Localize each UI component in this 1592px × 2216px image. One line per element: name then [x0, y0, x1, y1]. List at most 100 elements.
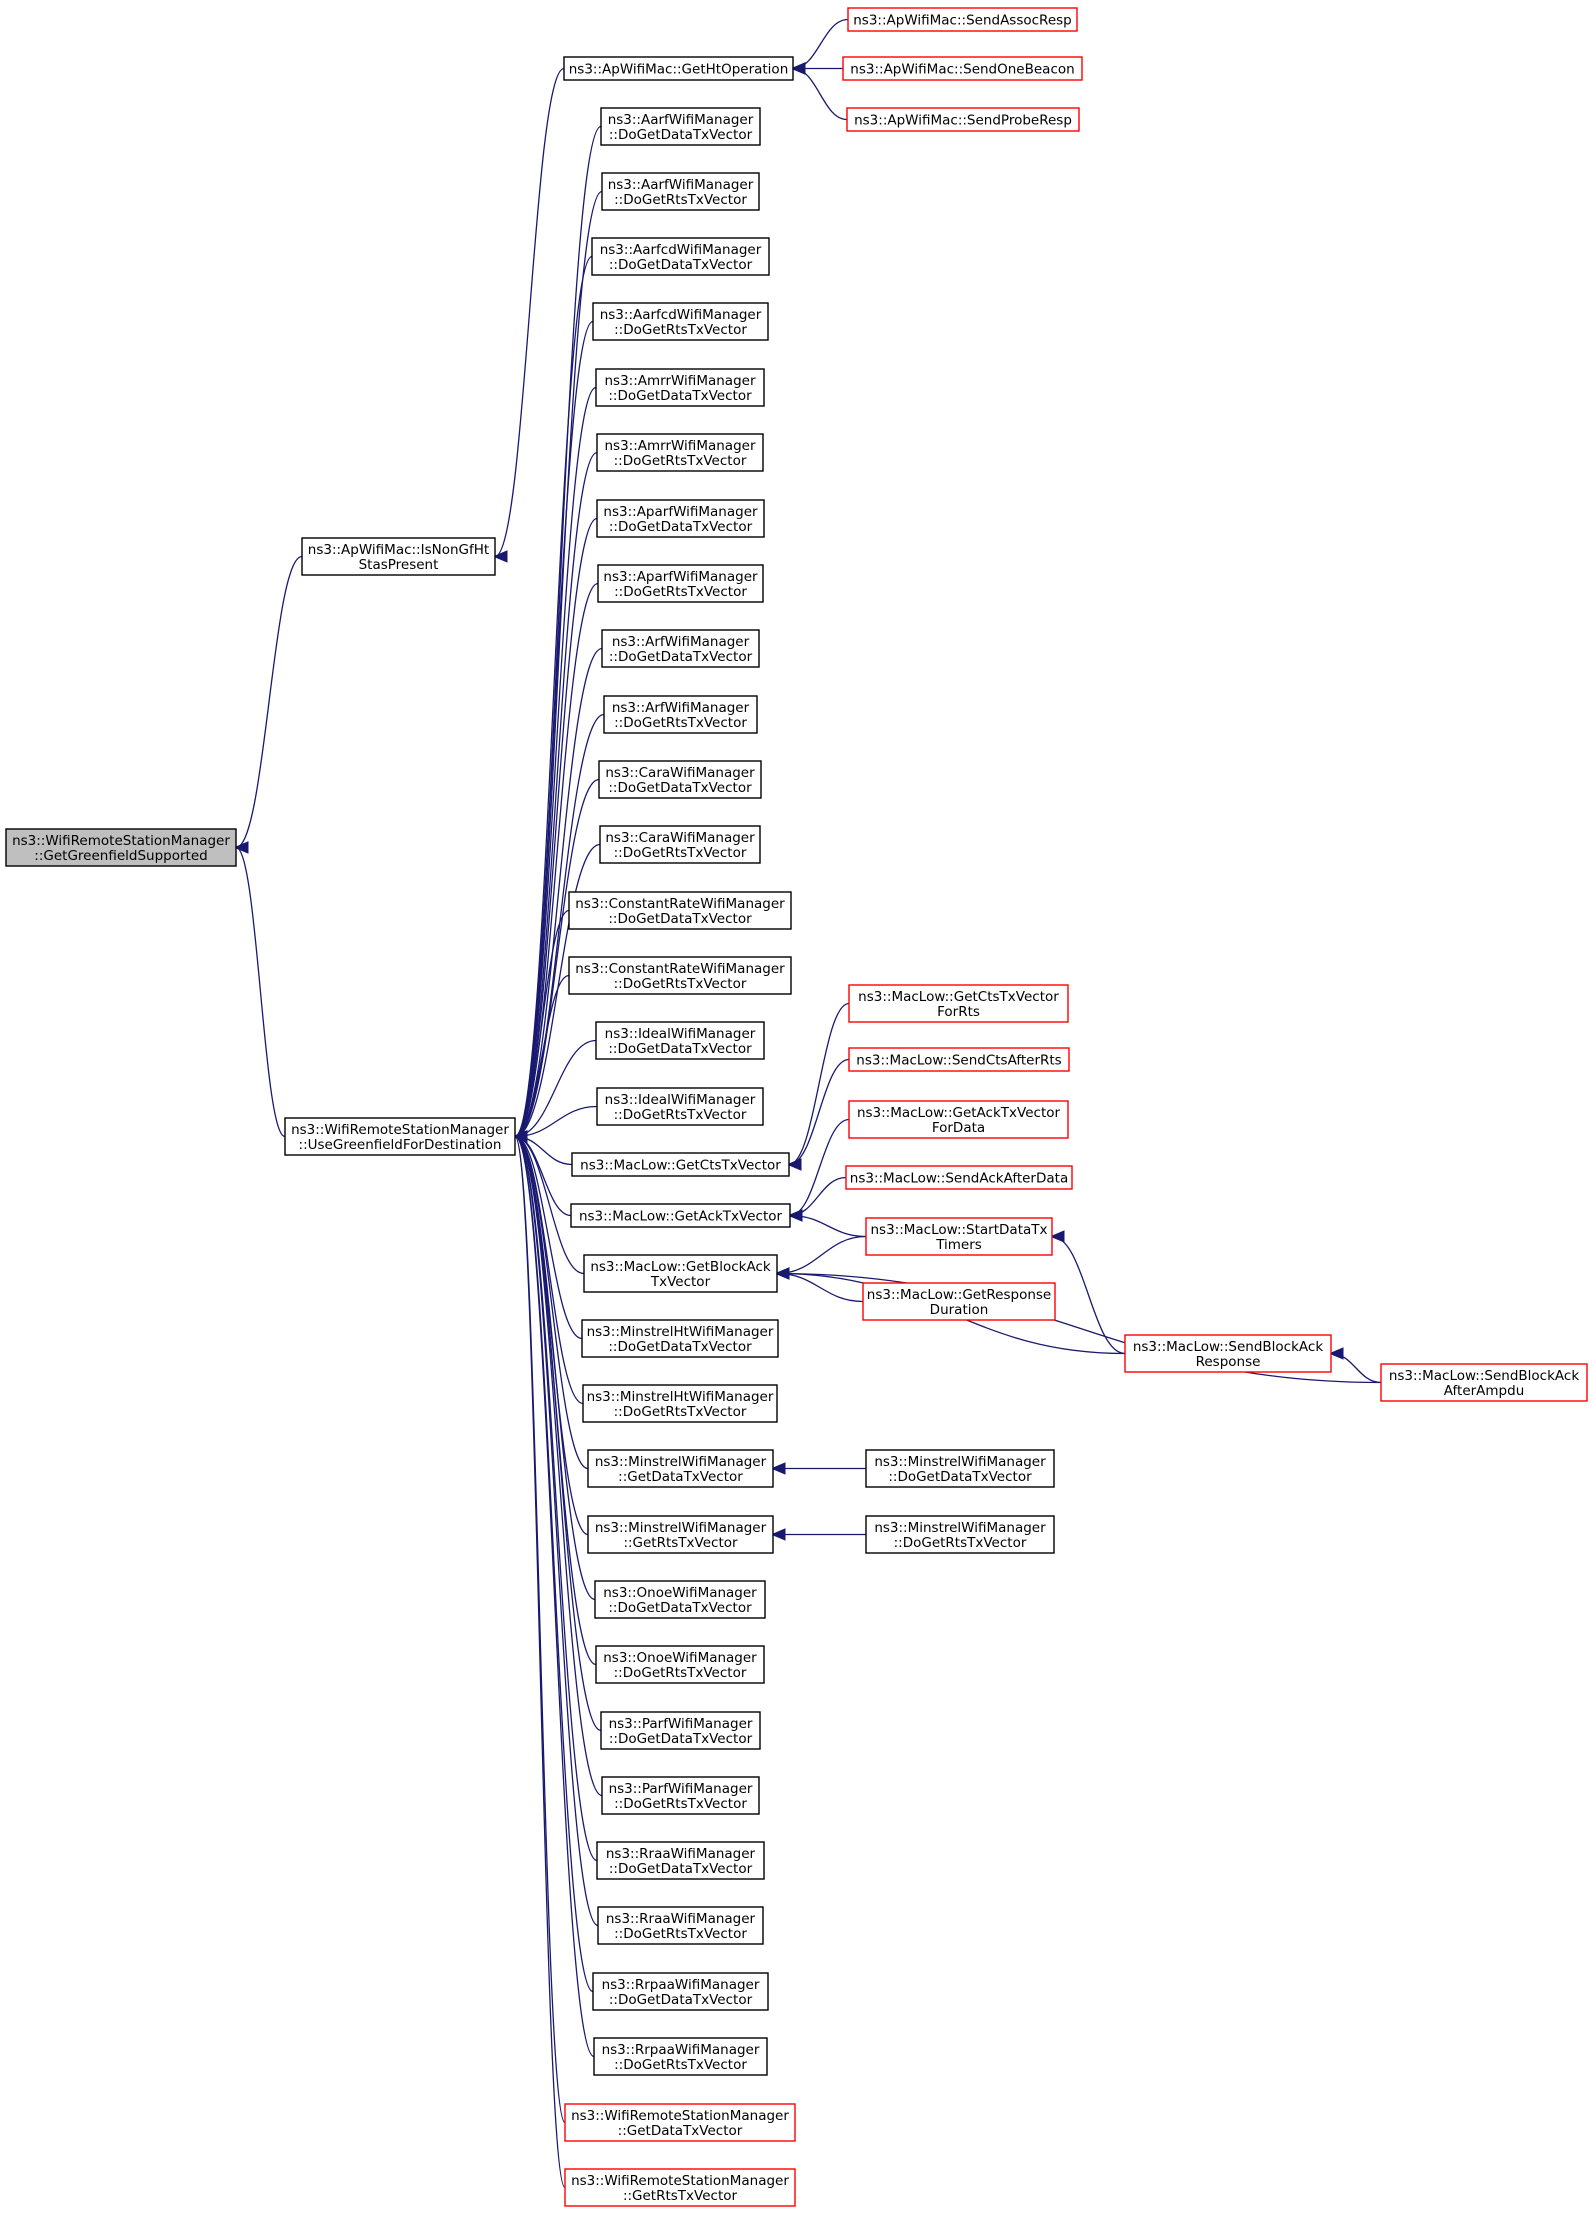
node-const_rts[interactable]: ns3::ConstantRateWifiManager::DoGetRtsTx… — [568, 956, 792, 995]
node-usegf[interactable]: ns3::WifiRemoteStationManager::UseGreenf… — [284, 1117, 516, 1156]
node-ml_sendack[interactable]: ns3::MacLow::SendAckAfterData — [845, 1165, 1073, 1190]
node-parf_rts[interactable]: ns3::ParfWifiManager::DoGetRtsTxVector — [601, 1776, 760, 1815]
edge-aparf_data-to-usegf — [515, 517, 598, 1137]
node-amrr_data[interactable]: ns3::AmrrWifiManager::DoGetDataTxVector — [595, 368, 765, 407]
node-sendprobe[interactable]: ns3::ApWifiMac::SendProbeResp — [846, 107, 1080, 132]
node-rrpaa_rts[interactable]: ns3::RrpaaWifiManager::DoGetRtsTxVector — [593, 2037, 768, 2076]
node-box — [568, 891, 792, 930]
node-label: ::DoGetRtsTxVector — [614, 322, 747, 338]
node-aarfcd_data[interactable]: ns3::AarfcdWifiManager::DoGetDataTxVecto… — [591, 237, 770, 276]
node-m_getrts[interactable]: ns3::MinstrelWifiManager::GetRtsTxVector — [587, 1515, 774, 1554]
node-label: ::GetDataTxVector — [618, 1469, 743, 1485]
node-label: ns3::MinstrelWifiManager — [874, 1454, 1046, 1470]
node-label: ns3::MinstrelWifiManager — [595, 1454, 767, 1470]
node-ml_sendcts[interactable]: ns3::MacLow::SendCtsAfterRts — [848, 1047, 1070, 1072]
edge-const_data-to-usegf — [515, 909, 570, 1137]
node-box — [587, 1449, 774, 1488]
node-label: ::DoGetRtsTxVector — [614, 2057, 747, 2073]
edge-mht_data-to-usegf — [515, 1137, 583, 1340]
node-label: ns3::RraaWifiManager — [606, 1911, 756, 1927]
node-rrpaa_data[interactable]: ns3::RrpaaWifiManager::DoGetDataTxVector — [592, 1972, 769, 2011]
node-arf_rts[interactable]: ns3::ArfWifiManager::DoGetRtsTxVector — [603, 695, 758, 734]
node-label: ns3::IdealWifiManager — [605, 1026, 756, 1042]
edge-ml_sendcts-to-getcts — [789, 1058, 850, 1165]
node-ideal_rts[interactable]: ns3::IdealWifiManager::DoGetRtsTxVector — [596, 1087, 764, 1126]
node-label: ns3::MinstrelHtWifiManager — [587, 1324, 774, 1340]
node-cara_rts[interactable]: ns3::CaraWifiManager::DoGetRtsTxVector — [599, 825, 761, 864]
node-cara_data[interactable]: ns3::CaraWifiManager::DoGetDataTxVector — [598, 760, 762, 799]
node-box — [592, 1972, 769, 2011]
edge-ml_getackfordata-to-getack — [790, 1118, 850, 1216]
node-box — [848, 1100, 1069, 1139]
node-aarf_rts[interactable]: ns3::AarfWifiManager::DoGetRtsTxVector — [601, 172, 760, 211]
node-label: ns3::MacLow::SendAckAfterData — [850, 1171, 1068, 1187]
node-label: ns3::AarfWifiManager — [608, 177, 754, 193]
node-m_dorts[interactable]: ns3::MinstrelWifiManager::DoGetRtsTxVect… — [865, 1515, 1055, 1554]
edge-ml_sendbaresp-to-ml_startdata — [1052, 1237, 1126, 1355]
edge-sendassoc-to-gethtop — [793, 18, 849, 69]
node-box — [596, 1841, 765, 1880]
node-box — [592, 302, 769, 341]
node-label: ::DoGetDataTxVector — [609, 1992, 753, 2008]
node-aarfcd_rts[interactable]: ns3::AarfcdWifiManager::DoGetRtsTxVector — [592, 302, 769, 341]
edge-ml_startdata-to-getblockack — [777, 1235, 867, 1274]
node-rraa_data[interactable]: ns3::RraaWifiManager::DoGetDataTxVector — [596, 1841, 765, 1880]
node-getcts[interactable]: ns3::MacLow::GetCtsTxVector — [571, 1152, 790, 1177]
node-label: ns3::WifiRemoteStationManager — [291, 1122, 509, 1138]
node-label: ns3::MinstrelHtWifiManager — [587, 1389, 774, 1405]
node-wrsm_data[interactable]: ns3::WifiRemoteStationManager::GetDataTx… — [564, 2103, 796, 2142]
node-label: ::DoGetRtsTxVector — [614, 976, 747, 992]
node-aarf_data[interactable]: ns3::AarfWifiManager::DoGetDataTxVector — [600, 107, 761, 146]
node-box — [571, 1152, 790, 1177]
node-arf_data[interactable]: ns3::ArfWifiManager::DoGetDataTxVector — [601, 629, 760, 668]
node-onoe_rts[interactable]: ns3::OnoeWifiManager::DoGetRtsTxVector — [595, 1645, 765, 1684]
node-label: ns3::ArfWifiManager — [612, 634, 750, 650]
node-root: ns3::WifiRemoteStationManager::GetGreenf… — [5, 828, 237, 867]
node-label: ns3::AarfcdWifiManager — [600, 242, 762, 258]
node-rraa_rts[interactable]: ns3::RraaWifiManager::DoGetRtsTxVector — [597, 1906, 764, 1945]
node-parf_data[interactable]: ns3::ParfWifiManager::DoGetDataTxVector — [600, 1711, 761, 1750]
node-getack[interactable]: ns3::MacLow::GetAckTxVector — [570, 1203, 791, 1228]
edge-rraa_rts-to-usegf — [515, 1137, 599, 1927]
node-gethtop[interactable]: ns3::ApWifiMac::GetHtOperation — [563, 56, 794, 81]
node-label: ns3::OnoeWifiManager — [603, 1585, 757, 1601]
node-label: ::GetGreenfieldSupported — [34, 848, 207, 864]
node-aparf_rts[interactable]: ns3::AparfWifiManager::DoGetRtsTxVector — [597, 564, 764, 603]
node-label: ns3::WifiRemoteStationManager — [571, 2108, 789, 2124]
node-amrr_rts[interactable]: ns3::AmrrWifiManager::DoGetRtsTxVector — [596, 433, 764, 472]
node-onoe_data[interactable]: ns3::OnoeWifiManager::DoGetDataTxVector — [594, 1580, 766, 1619]
node-sendassoc[interactable]: ns3::ApWifiMac::SendAssocResp — [847, 7, 1078, 32]
node-box — [846, 107, 1080, 132]
edge-amrr_rts-to-usegf — [515, 451, 598, 1137]
node-const_data[interactable]: ns3::ConstantRateWifiManager::DoGetDataT… — [568, 891, 792, 930]
node-mht_rts[interactable]: ns3::MinstrelHtWifiManager::DoGetRtsTxVe… — [582, 1384, 778, 1423]
node-mht_data[interactable]: ns3::MinstrelHtWifiManager::DoGetDataTxV… — [581, 1319, 779, 1358]
node-label: ::DoGetDataTxVector — [609, 1731, 753, 1747]
node-box — [564, 2103, 796, 2142]
node-aparf_data[interactable]: ns3::AparfWifiManager::DoGetDataTxVector — [596, 499, 765, 538]
node-box — [599, 825, 761, 864]
edge-gethtop-to-isnongf — [495, 67, 565, 557]
node-label: ns3::OnoeWifiManager — [603, 1650, 757, 1666]
node-label: ::GetRtsTxVector — [623, 2188, 738, 2204]
node-m_getdata[interactable]: ns3::MinstrelWifiManager::GetDataTxVecto… — [587, 1449, 774, 1488]
node-ideal_data[interactable]: ns3::IdealWifiManager::DoGetDataTxVector — [595, 1021, 765, 1060]
node-label: Timers — [935, 1237, 982, 1253]
node-wrsm_rts[interactable]: ns3::WifiRemoteStationManager::GetRtsTxV… — [564, 2168, 796, 2207]
nodes-layer: ns3::WifiRemoteStationManager::GetGreenf… — [5, 7, 1588, 2207]
node-box — [596, 1087, 764, 1126]
node-m_dodata[interactable]: ns3::MinstrelWifiManager::DoGetDataTxVec… — [865, 1449, 1055, 1488]
node-label: ns3::WifiRemoteStationManager — [12, 833, 230, 849]
node-label: ns3::MinstrelWifiManager — [595, 1520, 767, 1536]
node-label: ns3::RrpaaWifiManager — [602, 1977, 760, 1993]
node-sendbeacon[interactable]: ns3::ApWifiMac::SendOneBeacon — [842, 56, 1083, 81]
